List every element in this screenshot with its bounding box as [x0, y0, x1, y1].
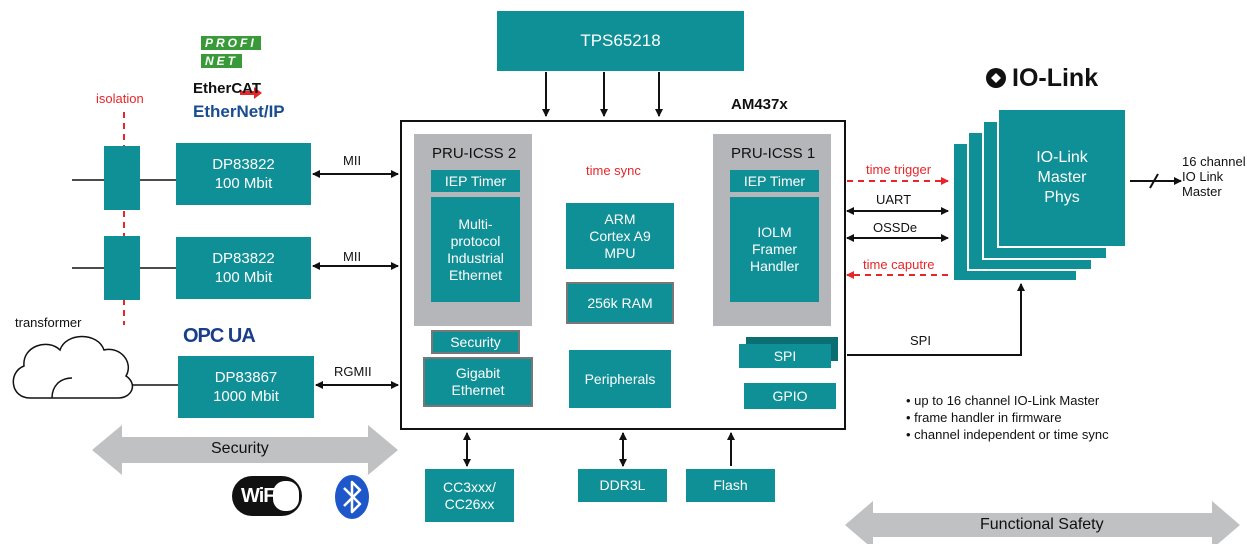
gpio-block: GPIO — [744, 383, 836, 409]
phy-dp83822-1: DP83822 100 Mbit — [176, 143, 311, 205]
pru1-iolm-framer: IOLM Framer Handler — [730, 197, 819, 302]
phy-dp83867: DP83867 1000 Mbit — [178, 356, 314, 418]
phy-dp83822-2: DP83822 100 Mbit — [176, 237, 311, 299]
flash: Flash — [686, 469, 775, 502]
iolink-master-phys: IO-Link Master Phys — [997, 108, 1127, 248]
cloud-icon — [12, 335, 134, 399]
ossde-label: OSSDe — [873, 220, 918, 235]
transformer-label: transformer — [15, 315, 82, 330]
ddr3l: DDR3L — [578, 469, 667, 502]
spi-block: SPI — [739, 344, 831, 368]
rgmii-label: RGMII — [334, 364, 372, 379]
functional-safety-arrow-label: Functional Safety — [980, 516, 1104, 533]
profinet-logo: PROFI NET — [201, 34, 261, 70]
iolink-logo: IO-Link — [1012, 64, 1099, 92]
cc3xxx-cc26xx: CC3xxx/ CC26xx — [425, 469, 514, 522]
security-block: Security — [431, 330, 520, 354]
ethercat-logo: EtherCAT — [193, 80, 262, 97]
pru2-industrial-ethernet: Multi- protocol Industrial Ethernet — [431, 197, 520, 302]
pru2-iep-timer: IEP Timer — [431, 170, 520, 192]
uart-label: UART — [876, 192, 912, 207]
security-arrow-label: Security — [211, 440, 269, 457]
ethernetip-logo: EtherNet/IP — [193, 102, 285, 121]
pru-icss-1-title: PRU-ICSS 1 — [731, 145, 816, 162]
mii-label-1: MII — [343, 153, 362, 168]
mii-label-2: MII — [343, 249, 362, 264]
functional-safety-arrow — [845, 501, 1240, 544]
peripherals: Peripherals — [569, 350, 671, 408]
opcua-logo: OPC UA — [183, 325, 256, 347]
bullet-1: • up to 16 channel IO-Link Master — [906, 393, 1100, 408]
time-sync-label: time sync — [586, 163, 641, 178]
transformer-block-1 — [104, 146, 140, 210]
profinet-logo-line-1: PROFI — [201, 36, 261, 50]
isolation-label: isolation — [96, 91, 144, 106]
transformer-block-2 — [104, 236, 140, 300]
sixteen-channel-label: 16 channel IO Link Master — [1182, 154, 1246, 199]
pru-icss-2-title: PRU-ICSS 2 — [432, 145, 517, 162]
spi-signal-label: SPI — [910, 333, 931, 348]
security-arrow — [92, 425, 398, 475]
time-trigger-label: time trigger — [866, 162, 932, 177]
bullet-3: • channel independent or time sync — [906, 427, 1109, 442]
pru1-iep-timer: IEP Timer — [730, 170, 819, 192]
bullet-2: • frame handler in firmware — [906, 410, 1062, 425]
wifi-logo-text: WiFi — [241, 485, 280, 507]
time-capture-label: time caputre — [863, 257, 935, 272]
gigabit-ethernet: Gigabit Ethernet — [423, 357, 533, 407]
am437x-label: AM437x — [731, 96, 788, 113]
profinet-logo-line-2: NET — [201, 54, 242, 68]
feature-bullets: • up to 16 channel IO-Link Master • fram… — [906, 392, 1109, 443]
arm-cortex-a9: ARM Cortex A9 MPU — [566, 203, 674, 269]
ram-256k: 256k RAM — [566, 282, 674, 324]
tps65218-box: TPS65218 — [497, 11, 744, 71]
